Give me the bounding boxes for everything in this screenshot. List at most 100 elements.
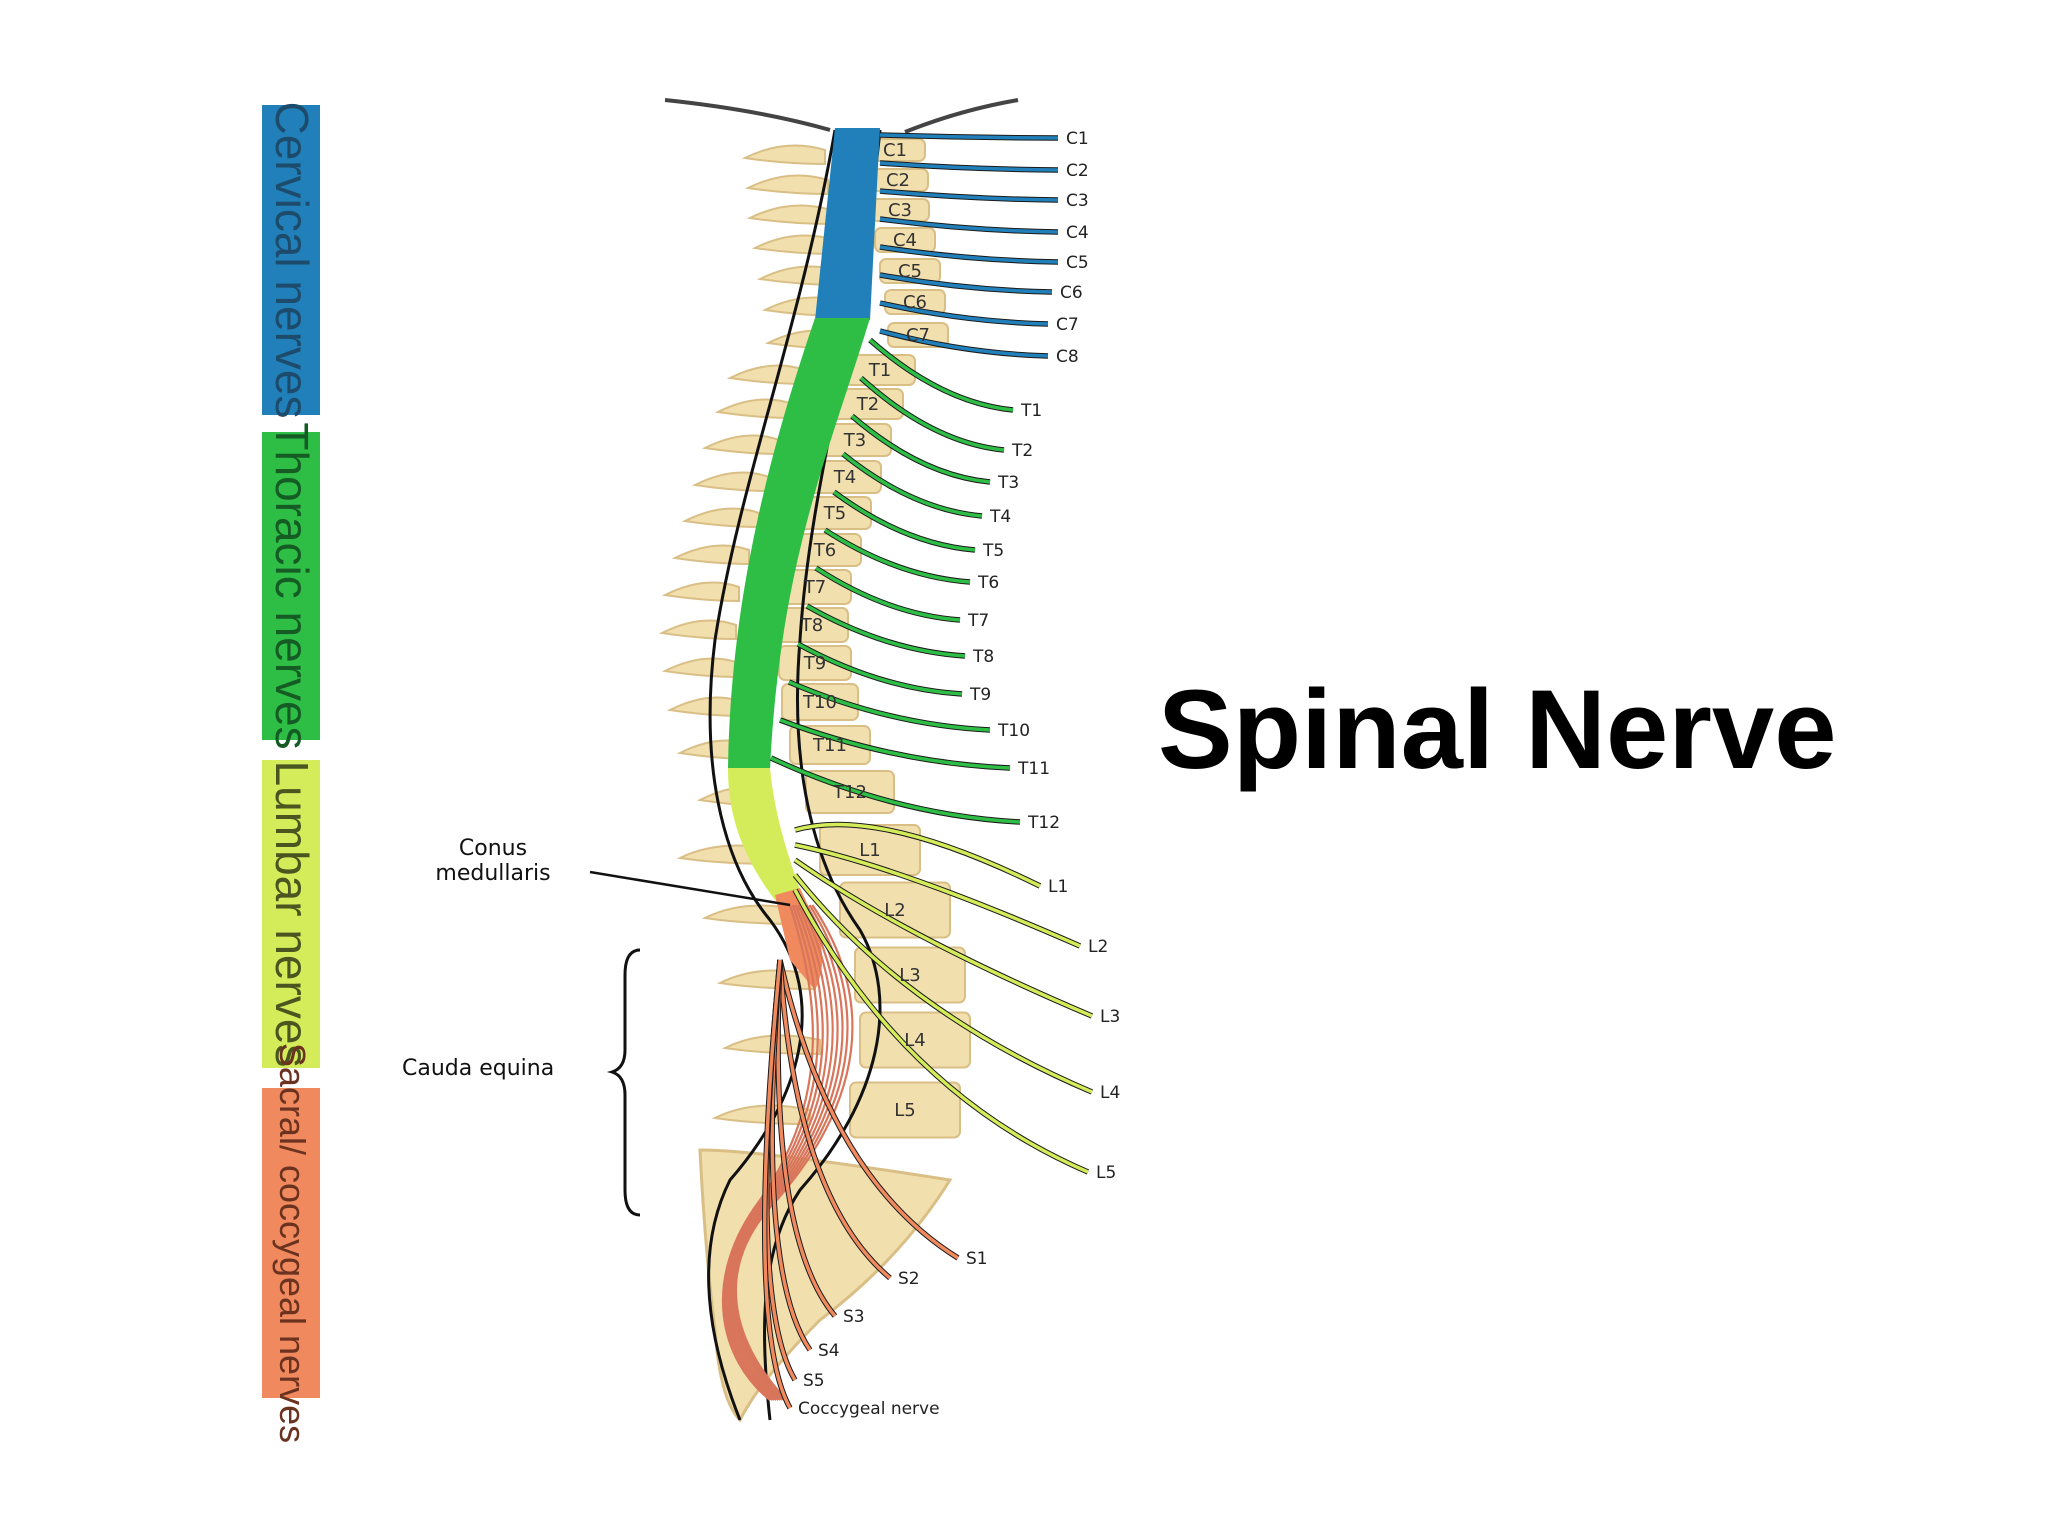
- nerve-label: S3: [843, 1307, 865, 1327]
- vertebra-label: T11: [812, 735, 847, 756]
- vertebra-label: L3: [899, 965, 920, 986]
- spinous-process: [714, 398, 794, 420]
- cauda-label: Cauda equina: [402, 1056, 554, 1081]
- nerve-label: T10: [997, 721, 1030, 741]
- nerve-label: C6: [1060, 283, 1083, 303]
- spinal-nerve: [794, 822, 1041, 888]
- vertebra-label: L5: [894, 1100, 915, 1121]
- spinal-nerve: [788, 680, 991, 732]
- cauda-strand: [730, 904, 839, 1401]
- nerve-label: T2: [1011, 441, 1033, 461]
- thoracic-bar: [262, 432, 320, 740]
- spinal-nerve: [824, 528, 971, 584]
- vertebra-label: T6: [813, 540, 836, 561]
- skull-base: [664, 98, 1019, 134]
- page-title: Spinal Nerve: [1158, 667, 1837, 792]
- vertebra-label: C5: [898, 261, 922, 282]
- vertebra-label: C2: [886, 170, 910, 191]
- spinal-nerve: [793, 858, 1093, 1018]
- spinal-nerve: [879, 189, 1059, 202]
- nerve-label: L5: [1096, 1163, 1116, 1183]
- spinous-process: [691, 471, 770, 493]
- spinous-process: [751, 234, 836, 256]
- nerve-label: T6: [977, 573, 999, 593]
- cauda-brace: [606, 948, 641, 1217]
- sacral-label: Sacral/ coccygeal nerves: [272, 1043, 313, 1443]
- cervical-label: Cervical nerves: [266, 102, 318, 419]
- spinal-nerve: [879, 301, 1049, 326]
- vertebra-label: T9: [803, 653, 826, 674]
- nerve-label: C1: [1066, 129, 1089, 149]
- spinal-nerve: [841, 452, 983, 518]
- spinous-process: [701, 434, 780, 456]
- vertebra-label: L4: [904, 1030, 925, 1051]
- nerve-label: C8: [1056, 347, 1079, 367]
- conus-pointer: [589, 870, 791, 907]
- spinal-nerve: [794, 843, 1081, 948]
- vertebra-label: T5: [823, 503, 846, 524]
- spinous-process: [746, 204, 832, 226]
- vertebra-label: T1: [868, 360, 891, 381]
- nerve-label: T1: [1020, 401, 1042, 421]
- spinal-nerve: [762, 959, 792, 1409]
- vertebra-labels: C1C2C3C4C5C6C7T1T2T3T4T5T6T7T8T9T10T11T1…: [800, 140, 930, 1121]
- lumbar-bar: [262, 760, 320, 1068]
- conus-label-line2: medullaris: [435, 861, 550, 886]
- nerve-label: Coccygeal nerve: [798, 1399, 940, 1419]
- nerve-label: T5: [982, 541, 1004, 561]
- nerve-label: C3: [1066, 191, 1089, 211]
- vertebral-body: [854, 946, 966, 1004]
- spine-illustration: C1C2C3C4C5C6C7C8T1T2T3T4T5T6T7T8T9T10T11…: [658, 98, 1120, 1423]
- cauda-strand: [731, 904, 844, 1401]
- vertebra-label: C7: [906, 325, 930, 346]
- cord-cervical: [815, 128, 880, 320]
- vertebral-body: [781, 683, 859, 721]
- nerve-label: C2: [1066, 161, 1089, 181]
- lumbar-label: Lumbar nerves: [266, 761, 318, 1068]
- vertebral-body: [849, 1081, 961, 1139]
- spinal-nerve: [797, 642, 963, 696]
- spinal-nerve: [879, 217, 1059, 234]
- spinous-process: [661, 657, 740, 679]
- spinal-nerve: [815, 566, 961, 622]
- vertebra-label: T12: [832, 782, 867, 803]
- nerve-label: C4: [1066, 223, 1089, 243]
- cauda-strand: [721, 904, 814, 1401]
- nerve-label: S5: [803, 1371, 825, 1391]
- spinal-nerve: [850, 414, 991, 484]
- spinal-nerve: [859, 376, 1005, 452]
- vertebra-label: L2: [884, 900, 905, 921]
- spinal-nerve: [806, 604, 966, 658]
- vertebra-label: C1: [883, 140, 907, 161]
- spinous-process: [701, 904, 801, 926]
- vertebra-label: L1: [859, 840, 880, 861]
- spinal-nerve: [879, 273, 1053, 294]
- cord-thoracic: [728, 318, 870, 770]
- dura-outline: [707, 129, 837, 1421]
- conus-label-line1: Conus: [459, 836, 527, 861]
- spinal-nerves: [761, 132, 1094, 1410]
- spinal-nerve: [778, 959, 892, 1280]
- cauda-strand: [725, 904, 824, 1401]
- cauda-strand: [734, 904, 854, 1401]
- cervical-bar: [262, 105, 320, 415]
- spinal-nerve: [770, 756, 1021, 824]
- nerve-label: L1: [1048, 877, 1068, 897]
- vertebra-label: T10: [802, 692, 837, 713]
- nerve-label: L2: [1088, 937, 1108, 957]
- spinal-nerve: [793, 889, 1089, 1174]
- nerve-label: T8: [972, 647, 994, 667]
- spinous-process: [666, 696, 743, 718]
- annotations: Conus medullaris Cauda equina: [402, 836, 791, 1217]
- spinous-process: [681, 507, 760, 529]
- spinous-process: [711, 1104, 811, 1126]
- nerve-label: T11: [1017, 759, 1050, 779]
- spinal-nerve: [778, 959, 959, 1260]
- nerve-label: S1: [966, 1249, 988, 1269]
- nerve-label: T7: [967, 611, 989, 631]
- nerve-label: T12: [1027, 813, 1060, 833]
- spinous-process: [741, 144, 826, 166]
- vertebra-label: C4: [893, 230, 917, 251]
- nerve-label: C5: [1066, 253, 1089, 273]
